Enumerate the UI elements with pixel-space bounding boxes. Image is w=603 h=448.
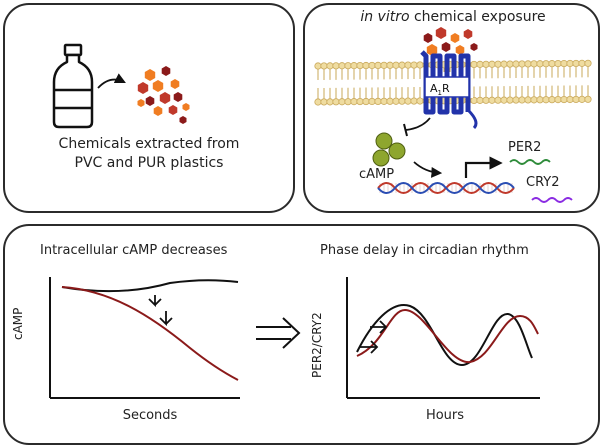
- plastics-caption-line1: Chemicals extracted from: [58, 136, 240, 152]
- camp-plot-title: Intracellular cAMP decreases: [40, 243, 228, 258]
- panel-effects: [3, 224, 600, 445]
- a1-receptor-icon: [420, 50, 478, 130]
- chemical-hexagons: [137, 66, 190, 124]
- receptor-label-main: A: [430, 82, 438, 95]
- chemical-hexagon: [168, 105, 178, 115]
- receptor-label-end: R: [442, 82, 450, 95]
- per2-wave: [509, 159, 551, 165]
- chemical-hexagon: [137, 82, 149, 94]
- chemical-hexagon: [450, 33, 460, 43]
- inhibition-line: [405, 117, 431, 131]
- camp-exposed-curve: [61, 286, 239, 381]
- chemical-hexagon: [182, 103, 190, 111]
- camp-plot-xlabel: Seconds: [122, 408, 178, 423]
- chemical-hexagon: [152, 80, 164, 92]
- chemical-hexagon: [145, 96, 155, 106]
- exposure-title-italic: in vitro: [360, 9, 410, 25]
- transcription-arrow: [464, 156, 503, 178]
- chemical-hexagon: [173, 92, 183, 102]
- camp-molecules-icon: [372, 132, 406, 167]
- camp-label: cAMP: [359, 167, 395, 182]
- chemical-hexagon: [423, 33, 433, 43]
- chemical-hexagon: [144, 69, 156, 81]
- chemical-hexagons-exposure: [423, 27, 478, 56]
- chemical-hexagon: [161, 66, 171, 76]
- chemical-hexagon: [159, 92, 171, 104]
- chemical-hexagon: [153, 106, 163, 116]
- camp-control-curve: [61, 279, 239, 293]
- exposure-title-rest: chemical exposure: [409, 9, 546, 25]
- per2-label: PER2: [508, 140, 542, 155]
- circadian-plot-xlabel: Hours: [425, 408, 465, 423]
- circadian-plot-title: Phase delay in circadian rhythm: [320, 243, 529, 258]
- receptor-label-sub: 1: [437, 89, 442, 98]
- implies-arrow-icon: [256, 317, 301, 349]
- plastics-caption-line2: PVC and PUR plastics: [74, 155, 224, 171]
- circadian-control-curve: [356, 304, 533, 367]
- chemical-hexagon: [170, 79, 180, 89]
- circadian-plot: [346, 277, 540, 399]
- chemical-hexagon: [441, 42, 451, 52]
- exposure-title: in vitro chemical exposure: [318, 9, 588, 25]
- chemical-hexagon: [137, 99, 145, 107]
- phase-arrow-1: [370, 320, 388, 334]
- chemical-hexagon: [435, 27, 447, 39]
- chemical-hexagon: [179, 116, 187, 124]
- camp-plot: [49, 277, 240, 399]
- cry2-wave: [531, 197, 573, 203]
- extraction-arrow: [97, 73, 126, 89]
- panel-plastics: [3, 3, 295, 213]
- signal-arrow: [413, 161, 443, 178]
- cry2-label: CRY2: [526, 175, 560, 190]
- decrease-arrow-2: [159, 311, 173, 327]
- plastic-bottle-icon: [52, 43, 94, 129]
- chemical-hexagon: [463, 29, 473, 39]
- camp-plot-ylabel: cAMP: [11, 307, 25, 340]
- dna-strand-icon: [377, 182, 515, 194]
- chemical-hexagon: [426, 44, 438, 56]
- decrease-arrow-1: [148, 295, 162, 308]
- inhibition-bar: [403, 123, 408, 137]
- receptor-label: A1R: [430, 82, 450, 97]
- circadian-plot-ylabel: PER2/CRY2: [310, 312, 324, 378]
- chemical-hexagon: [470, 43, 478, 51]
- phase-arrow-2: [359, 340, 379, 354]
- circadian-exposed-curve: [356, 308, 539, 364]
- chemical-hexagon: [455, 45, 465, 55]
